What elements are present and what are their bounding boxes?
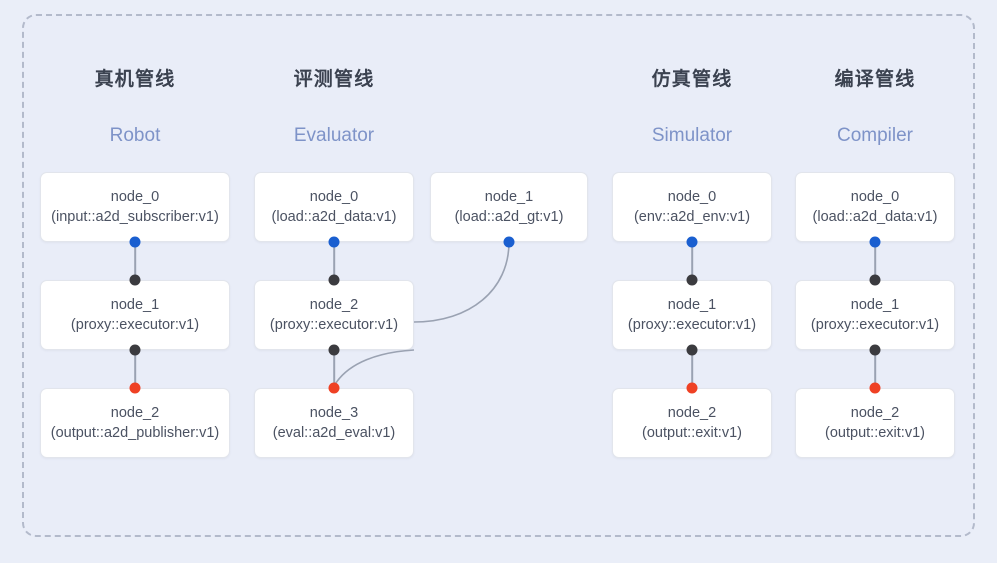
- edge-robot-1-to-2: [134, 350, 136, 388]
- dashed-container-frame: [22, 14, 975, 537]
- node-id: node_1: [850, 297, 900, 313]
- column-title-en-compiler: Compiler: [836, 125, 914, 146]
- port-input-simulator-1[interactable]: [686, 274, 698, 286]
- edge-compiler-0-to-1: [874, 242, 876, 280]
- node-spec: (output::exit:v1): [642, 425, 742, 441]
- node-evaluator-1[interactable]: node_1 (load::a2d_gt:v1): [430, 172, 588, 242]
- node-spec: (output::a2d_publisher:v1): [50, 425, 220, 441]
- edge-simulator-1-to-2: [691, 350, 693, 388]
- node-robot-2[interactable]: node_2 (output::a2d_publisher:v1): [40, 388, 230, 458]
- node-spec: (output::exit:v1): [825, 425, 925, 441]
- node-simulator-1[interactable]: node_1 (proxy::executor:v1): [612, 280, 772, 350]
- node-id: node_3: [309, 405, 359, 421]
- node-evaluator-3[interactable]: node_3 (eval::a2d_eval:v1): [254, 388, 414, 458]
- column-title-cn-evaluator: 评测管线: [293, 69, 375, 90]
- node-id: node_0: [110, 189, 160, 205]
- port-output-evaluator-1[interactable]: [503, 236, 515, 248]
- port-input-robot-1[interactable]: [129, 274, 141, 286]
- port-output-compiler-0[interactable]: [869, 236, 881, 248]
- port-output-robot-1[interactable]: [129, 344, 141, 356]
- node-spec: (env::a2d_env:v1): [633, 209, 751, 225]
- column-title-en-simulator: Simulator: [651, 125, 733, 146]
- node-spec: (proxy::executor:v1): [810, 317, 940, 333]
- column-title-cn-robot: 真机管线: [94, 69, 176, 90]
- edge-simulator-0-to-1: [691, 242, 693, 280]
- node-id: node_2: [850, 405, 900, 421]
- edge-robot-0-to-1: [134, 242, 136, 280]
- node-evaluator-2[interactable]: node_2 (proxy::executor:v1): [254, 280, 414, 350]
- node-spec: (proxy::executor:v1): [627, 317, 757, 333]
- node-robot-1[interactable]: node_1 (proxy::executor:v1): [40, 280, 230, 350]
- port-input-compiler-1[interactable]: [869, 274, 881, 286]
- port-input-evaluator-2[interactable]: [328, 274, 340, 286]
- node-spec: (eval::a2d_eval:v1): [272, 425, 396, 441]
- node-spec: (proxy::executor:v1): [70, 317, 200, 333]
- node-robot-0[interactable]: node_0 (input::a2d_subscriber:v1): [40, 172, 230, 242]
- node-simulator-2[interactable]: node_2 (output::exit:v1): [612, 388, 772, 458]
- port-output-evaluator-2[interactable]: [328, 344, 340, 356]
- node-id: node_2: [667, 405, 717, 421]
- column-title-cn-compiler: 编译管线: [834, 69, 916, 90]
- port-output-compiler-1[interactable]: [869, 344, 881, 356]
- port-input-simulator-2[interactable]: [686, 382, 698, 394]
- column-title-en-robot: Robot: [109, 125, 161, 146]
- node-id: node_2: [309, 297, 359, 313]
- edge-evaluator-0-to-2: [333, 242, 335, 280]
- port-output-simulator-0[interactable]: [686, 236, 698, 248]
- node-simulator-0[interactable]: node_0 (env::a2d_env:v1): [612, 172, 772, 242]
- node-id: node_0: [850, 189, 900, 205]
- node-id: node_1: [110, 297, 160, 313]
- column-title-en-evaluator: Evaluator: [293, 125, 375, 146]
- node-id: node_0: [667, 189, 717, 205]
- node-spec: (load::a2d_data:v1): [812, 209, 938, 225]
- node-spec: (input::a2d_subscriber:v1): [51, 209, 219, 225]
- node-id: node_1: [484, 189, 534, 205]
- column-title-cn-simulator: 仿真管线: [651, 69, 733, 90]
- node-compiler-0[interactable]: node_0 (load::a2d_data:v1): [795, 172, 955, 242]
- node-id: node_1: [667, 297, 717, 313]
- node-compiler-1[interactable]: node_1 (proxy::executor:v1): [795, 280, 955, 350]
- port-output-robot-0[interactable]: [129, 236, 141, 248]
- port-input-compiler-2[interactable]: [869, 382, 881, 394]
- node-spec: (load::a2d_data:v1): [271, 209, 397, 225]
- node-evaluator-0[interactable]: node_0 (load::a2d_data:v1): [254, 172, 414, 242]
- node-compiler-2[interactable]: node_2 (output::exit:v1): [795, 388, 955, 458]
- port-input-robot-2[interactable]: [129, 382, 141, 394]
- port-output-evaluator-0[interactable]: [328, 236, 340, 248]
- node-id: node_0: [309, 189, 359, 205]
- node-spec: (proxy::executor:v1): [269, 317, 399, 333]
- node-spec: (load::a2d_gt:v1): [454, 209, 564, 225]
- port-input-evaluator-3[interactable]: [328, 382, 340, 394]
- edge-compiler-1-to-2: [874, 350, 876, 388]
- node-id: node_2: [110, 405, 160, 421]
- port-output-simulator-1[interactable]: [686, 344, 698, 356]
